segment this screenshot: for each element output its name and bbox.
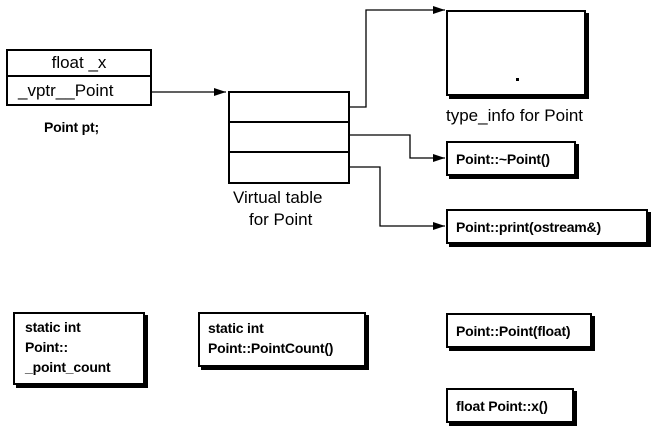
type-info-label: type_info for Point: [446, 106, 584, 125]
vtable-slot-1: [230, 93, 348, 123]
field-vptr-label: _vptr__Point: [18, 81, 114, 100]
static-function-line1: static int: [208, 320, 264, 336]
field-x-cell: float _x: [8, 51, 150, 77]
static-member-line3: _point_count: [25, 359, 111, 375]
destructor-box: Point::~Point(): [446, 141, 576, 176]
point-object: float _x _vptr__Point: [6, 49, 152, 106]
static-member-line2: Point::: [25, 339, 68, 355]
static-member-box: static int Point:: _point_count: [13, 312, 145, 385]
vtable-caption-line1: Virtual table: [233, 188, 323, 207]
static-member-line1: static int: [25, 319, 81, 335]
virtual-table: [228, 91, 350, 184]
x-accessor-label: float Point::x(): [456, 398, 548, 414]
type-info-dot: [516, 78, 519, 81]
field-x-label: float _x: [51, 53, 107, 72]
print-label: Point::print(ostream&): [456, 219, 601, 235]
vtable-caption-line2: for Point: [249, 210, 313, 229]
point-object-caption: Point pt;: [44, 119, 99, 135]
static-function-line2: Point::PointCount(): [208, 340, 334, 356]
static-function-box: static int Point::PointCount(): [198, 312, 366, 367]
print-arrow: [326, 166, 445, 230]
destructor-arrow: [326, 134, 445, 162]
constructor-label: Point::Point(float): [456, 323, 571, 339]
vtable-slot-3: [230, 153, 348, 182]
x-accessor-box: float Point::x(): [446, 388, 574, 423]
destructor-label: Point::~Point(): [456, 151, 550, 167]
type-info-box: [446, 10, 586, 96]
constructor-box: Point::Point(float): [446, 313, 592, 348]
print-box: Point::print(ostream&): [446, 209, 648, 244]
field-vptr-cell: _vptr__Point: [8, 77, 150, 104]
vtable-slot-2: [230, 123, 348, 153]
